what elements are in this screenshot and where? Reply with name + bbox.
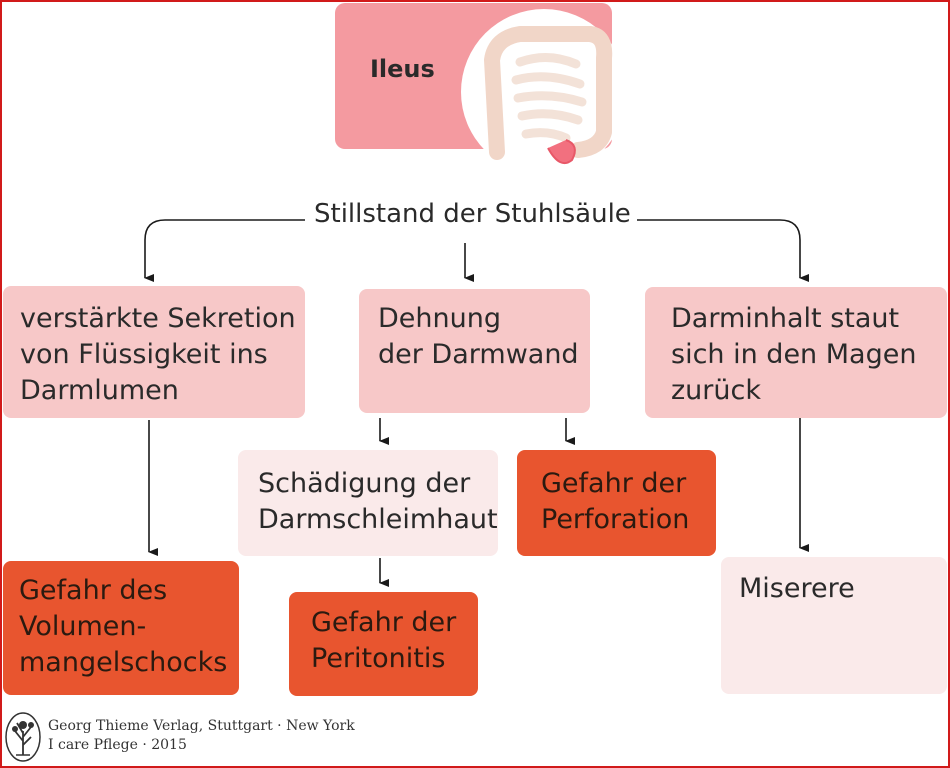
branch-right-arrow xyxy=(632,219,809,282)
intestine-illustration xyxy=(461,9,627,175)
root-node: Stillstand der Stuhlsäule xyxy=(308,199,637,229)
thieme-tree-logo xyxy=(5,712,41,762)
node-darminhalt: Darminhalt staut sich in den Magen zurüc… xyxy=(645,287,947,418)
node-miserere: Miserere xyxy=(721,557,947,694)
node-schaedigung: Schädigung der Darmschleimhaut xyxy=(238,450,498,556)
node-dehnung: Dehnung der Darmwand xyxy=(359,289,590,413)
node-peritonitis: Gefahr der Peritonitis xyxy=(289,592,478,696)
node-volumen: Gefahr des Volumen- mangelschocks xyxy=(3,561,239,695)
title-ileus: Ileus xyxy=(370,55,435,83)
node-perforation: Gefahr der Perforation xyxy=(517,450,716,556)
node-sekretion: verstärkte Sekretion von Flüssigkeit ins… xyxy=(3,286,305,418)
publisher-credit: Georg Thieme Verlag, Stuttgart · New Yor… xyxy=(48,718,355,753)
branch-left-arrow xyxy=(144,219,305,282)
